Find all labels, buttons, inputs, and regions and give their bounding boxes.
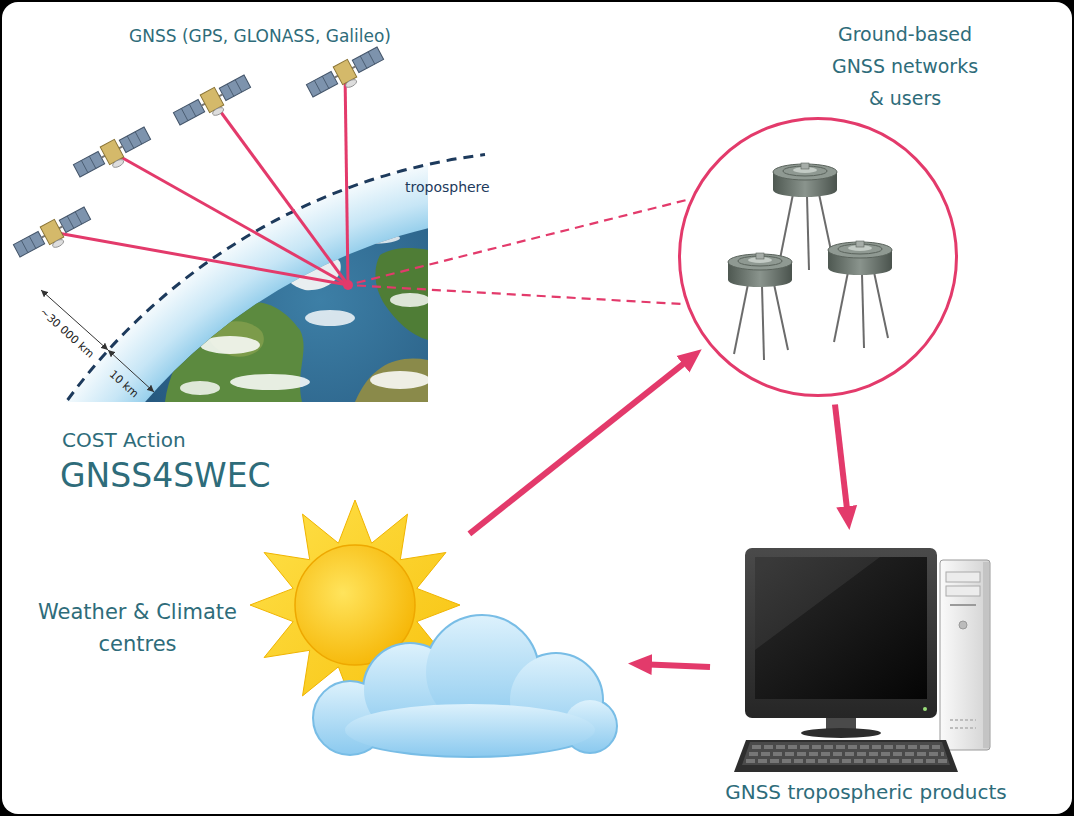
receiver-antenna (828, 241, 892, 348)
flow-arrow (835, 405, 847, 510)
node-label: Weather & Climate centres (30, 596, 245, 660)
satellite-icon (172, 72, 255, 133)
node-label: GNSS (GPS, GLONASS, Galileo) (10, 26, 510, 46)
ocean (0, 0, 428, 402)
key-row (746, 759, 947, 763)
ground-point (342, 279, 354, 291)
receiver-antenna (728, 253, 792, 360)
receiver-antenna (773, 163, 837, 270)
weather-climate-centres: Weather & Climate centres (28, 540, 618, 760)
project-label: COST Action (62, 428, 186, 452)
power-led (923, 707, 927, 711)
earth-illustration (0, 0, 428, 402)
satellite-icon (12, 204, 95, 265)
cloud-cover (340, 232, 400, 244)
signal-ray (112, 152, 348, 285)
keyboard-top (742, 742, 950, 765)
key-row (752, 745, 940, 749)
tower-side (983, 562, 989, 748)
cloud-cover (370, 371, 428, 389)
layer-label: troposphere (405, 179, 490, 196)
power-button (959, 621, 967, 629)
zoom-connector (357, 199, 689, 304)
screen-gloss (755, 557, 880, 650)
computer-icon (734, 548, 990, 772)
cloud-body (314, 616, 616, 756)
ice (284, 252, 341, 290)
vent (950, 719, 976, 721)
satellite-icon (305, 44, 388, 105)
cloud-cover (305, 310, 355, 326)
monitor-base (801, 728, 881, 738)
cloud-outline (314, 616, 616, 756)
signal-ray (212, 100, 348, 285)
cloud-cover (200, 336, 260, 354)
project-title: GNSS4SWEC (60, 456, 271, 496)
computer-tower (940, 560, 990, 750)
cloud-cover (390, 293, 428, 307)
monitor-screen (755, 557, 927, 699)
key-row (749, 752, 944, 756)
drive-bay (946, 572, 980, 582)
ground-point-dot (343, 280, 353, 290)
cloud-cover (230, 374, 310, 390)
node-label: GNSS tropospheric products (720, 780, 1012, 804)
drive-bay (946, 586, 980, 596)
circle-outline (678, 117, 958, 397)
drive-slot (950, 604, 976, 606)
cloud-cover (180, 381, 220, 395)
vent (950, 727, 976, 729)
signal-ray (345, 72, 348, 285)
dimension-label: ~30 000 km (37, 305, 96, 360)
node-label: Ground-based GNSS networks & users (827, 18, 983, 114)
monitor-bezel (745, 548, 937, 718)
weather-icon (250, 500, 616, 756)
flow-arrow (469, 362, 685, 533)
earth-globe (0, 0, 428, 402)
flow-arrow (649, 664, 710, 667)
signal-rays (52, 72, 348, 285)
ground-network-group: Ground-based GNSS networks & users (678, 18, 1058, 400)
tropospheric-products: GNSS tropospheric products (720, 540, 1012, 808)
keyboard (734, 740, 958, 772)
satellite-icon (72, 124, 155, 185)
circle-outline-path (680, 119, 957, 396)
dimension-label: 10 km (107, 368, 141, 401)
